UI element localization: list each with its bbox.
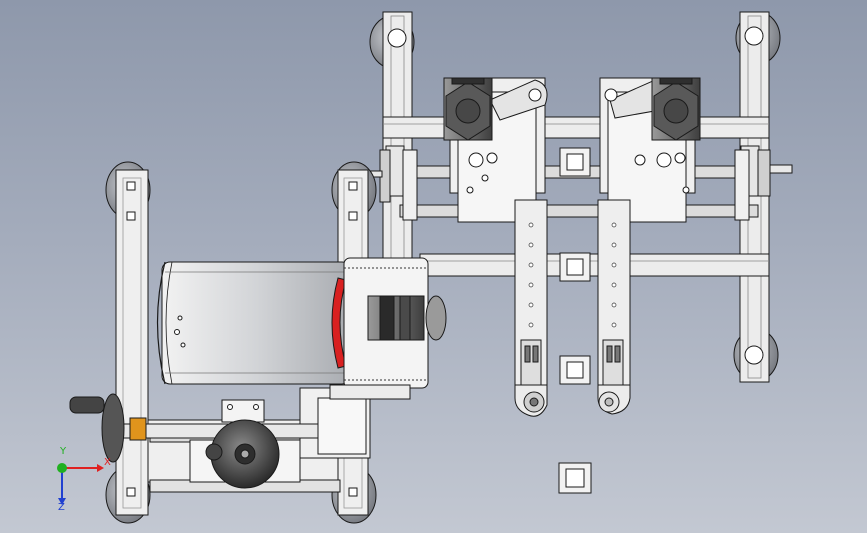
y-axis-label: Y [60, 446, 67, 457]
knob-grip[interactable] [205, 443, 223, 461]
crossbar-top[interactable] [382, 116, 770, 139]
crank-coupler[interactable] [129, 417, 147, 441]
hub-right[interactable] [757, 149, 771, 197]
crank-hand-wheel[interactable] [101, 393, 125, 463]
triad-axes [57, 463, 104, 505]
shaft-lower[interactable] [399, 204, 759, 218]
nut-block-1[interactable] [559, 147, 591, 177]
left-bracket[interactable] [317, 397, 367, 455]
crossbar-middle[interactable] [419, 253, 770, 277]
drum-housing[interactable] [161, 261, 351, 385]
right-frame-assembly[interactable] [363, 11, 793, 494]
drum-motor[interactable] [367, 295, 425, 341]
left-frame-assembly[interactable] [69, 161, 447, 524]
z-axis-label: Z [58, 502, 65, 513]
x-axis-label: X [104, 457, 111, 468]
left-rail-a[interactable] [115, 169, 149, 516]
y-axis-origin [57, 463, 67, 473]
drum-red-band [331, 277, 347, 369]
orientation-triad: X Y Z [44, 446, 114, 522]
crank-handle[interactable] [69, 396, 105, 414]
